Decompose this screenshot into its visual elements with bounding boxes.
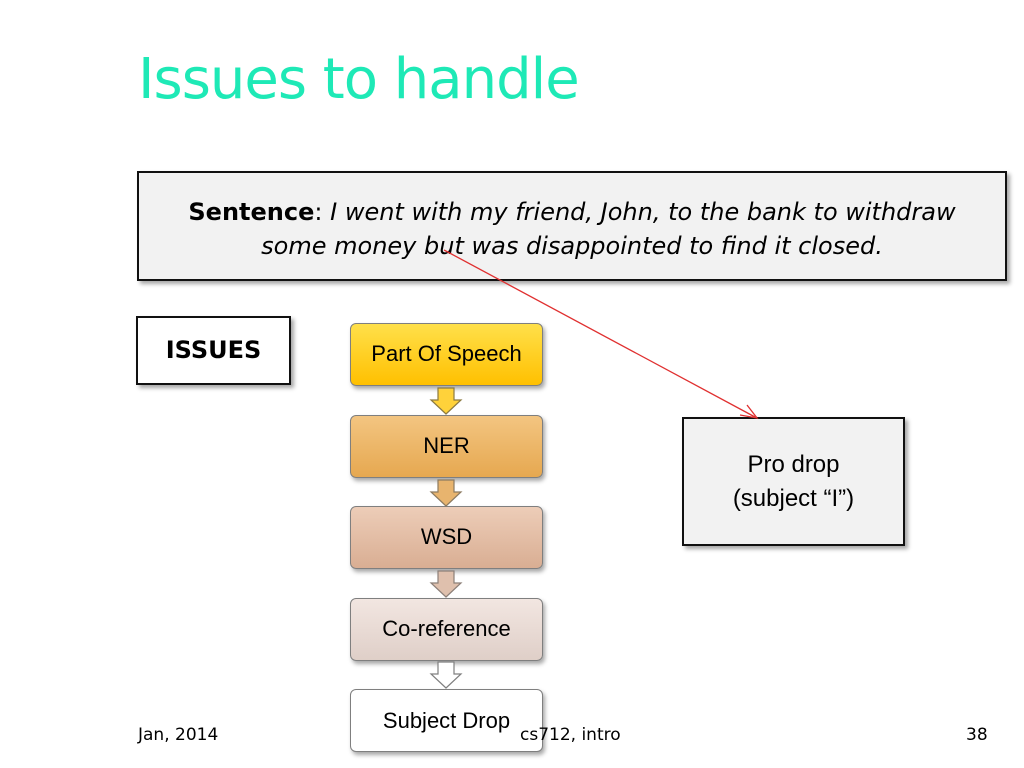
down-arrow-icon xyxy=(429,570,463,598)
pro-drop-subject: (subject “I”) xyxy=(732,484,855,512)
footer-course: cs712, intro xyxy=(520,725,621,745)
step-wsd: WSD xyxy=(350,506,543,569)
down-arrow-icon xyxy=(429,387,463,415)
step-subject-drop: Subject Drop xyxy=(350,689,543,752)
step-co-reference: Co-reference xyxy=(350,598,543,661)
sentence-label: Sentence xyxy=(188,198,315,226)
page-number: 38 xyxy=(966,725,988,745)
sentence-separator: : xyxy=(314,198,323,226)
step-part-of-speech: Part Of Speech xyxy=(350,323,543,386)
sentence-box: Sentence: I went with my friend, John, t… xyxy=(137,171,1007,281)
step-ner: NER xyxy=(350,415,543,478)
pro-drop-box: Pro drop (subject “I”) xyxy=(682,417,905,546)
footer-date: Jan, 2014 xyxy=(138,725,219,745)
slide-title: Issues to handle xyxy=(138,47,580,112)
pro-drop-label: Pro drop xyxy=(747,450,840,478)
issues-box: ISSUES xyxy=(136,316,291,385)
down-arrow-icon xyxy=(429,479,463,507)
sentence-text: I went with my friend, John, to the bank… xyxy=(261,198,956,260)
down-arrow-icon xyxy=(429,661,463,689)
